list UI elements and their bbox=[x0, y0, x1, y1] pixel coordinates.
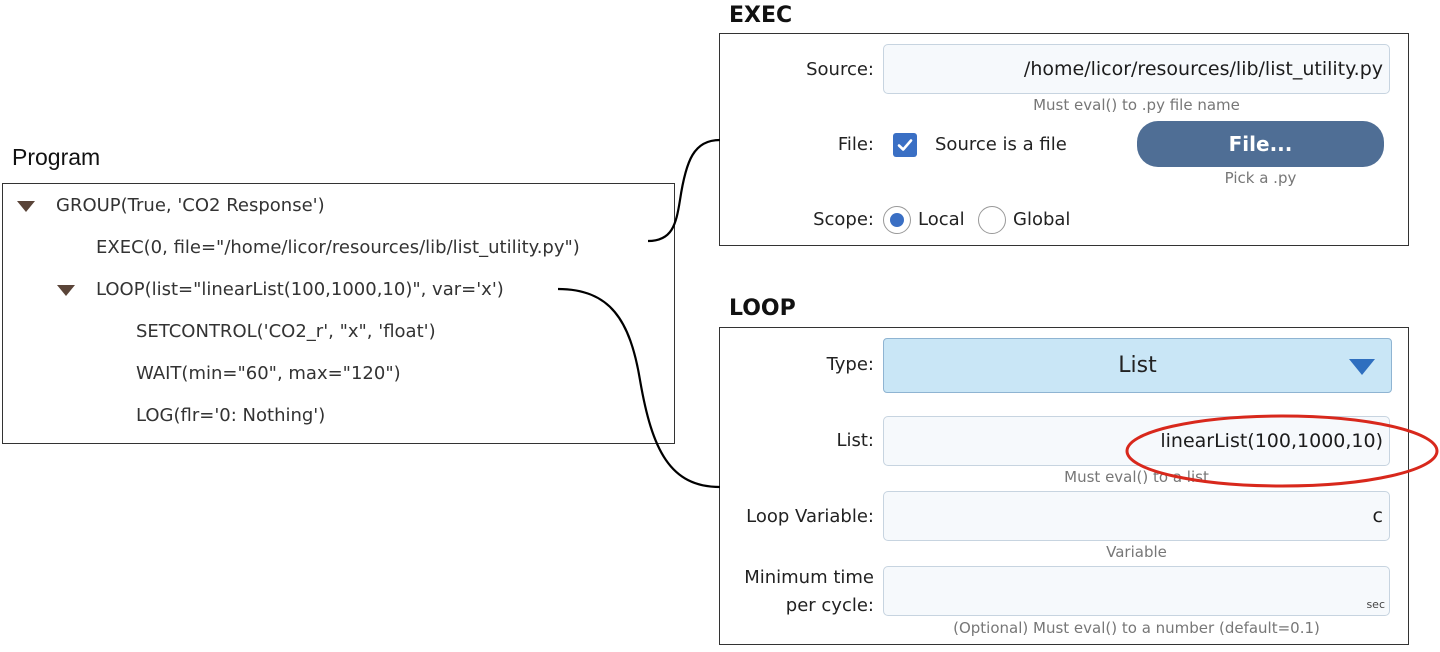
min-time-unit: sec bbox=[1366, 598, 1385, 611]
list-label: List: bbox=[836, 430, 874, 451]
tree-item-wait[interactable]: WAIT(min="60", max="120") bbox=[136, 363, 401, 384]
source-is-file-checkbox[interactable] bbox=[893, 133, 917, 157]
tree-item-log[interactable]: LOG(flr='0: Nothing') bbox=[136, 405, 326, 426]
loop-variable-value: c bbox=[1372, 505, 1383, 527]
exec-panel: Source: /home/licor/resources/lib/list_u… bbox=[719, 33, 1409, 246]
min-time-input[interactable]: sec bbox=[883, 566, 1390, 616]
scope-local-radio[interactable] bbox=[883, 206, 911, 234]
tree-item-setcontrol[interactable]: SETCONTROL('CO2_r', "x", 'float') bbox=[136, 321, 436, 342]
expand-triangle-icon[interactable] bbox=[17, 201, 35, 212]
loop-panel: Type: List List: linearList(100,1000,10)… bbox=[719, 327, 1409, 645]
source-input[interactable]: /home/licor/resources/lib/list_utility.p… bbox=[883, 44, 1390, 94]
source-label: Source: bbox=[806, 59, 874, 80]
scope-global-radio[interactable] bbox=[978, 206, 1006, 234]
list-input[interactable]: linearList(100,1000,10) bbox=[883, 416, 1390, 466]
loop-section-title: LOOP bbox=[729, 296, 796, 321]
type-select-value: List bbox=[1118, 353, 1157, 378]
checkbox-label[interactable]: Source is a file bbox=[935, 134, 1067, 155]
file-label: File: bbox=[837, 134, 874, 155]
scope-local-label[interactable]: Local bbox=[918, 209, 965, 230]
dropdown-arrow-icon bbox=[1349, 359, 1375, 375]
loop-variable-input[interactable]: c bbox=[883, 491, 1390, 541]
loop-variable-hint: Variable bbox=[1106, 543, 1167, 561]
file-hint: Pick a .py bbox=[1224, 169, 1297, 187]
list-value: linearList(100,1000,10) bbox=[1160, 430, 1383, 452]
scope-global-label[interactable]: Global bbox=[1013, 209, 1071, 230]
exec-section-title: EXEC bbox=[729, 3, 793, 28]
min-time-label-line1: Minimum time bbox=[744, 567, 874, 588]
type-select[interactable]: List bbox=[883, 338, 1392, 393]
program-title: Program bbox=[12, 144, 101, 170]
min-time-label-line2: per cycle: bbox=[785, 595, 874, 616]
tree-item-loop[interactable]: LOOP(list="linearList(100,1000,10)", var… bbox=[96, 279, 504, 300]
loop-variable-label: Loop Variable: bbox=[746, 506, 874, 527]
source-value: /home/licor/resources/lib/list_utility.p… bbox=[1023, 58, 1383, 80]
expand-triangle-icon[interactable] bbox=[57, 285, 75, 296]
checkmark-icon bbox=[897, 139, 913, 151]
source-hint: Must eval() to .py file name bbox=[1033, 96, 1240, 114]
tree-item-exec[interactable]: EXEC(0, file="/home/licor/resources/lib/… bbox=[96, 237, 580, 258]
file-button[interactable]: File... bbox=[1137, 121, 1384, 167]
tree-item-group[interactable]: GROUP(True, 'CO2 Response') bbox=[56, 195, 325, 216]
list-hint: Must eval() to a list bbox=[1064, 468, 1209, 486]
scope-label: Scope: bbox=[813, 209, 874, 230]
type-label: Type: bbox=[826, 354, 874, 375]
min-time-hint: (Optional) Must eval() to a number (defa… bbox=[953, 619, 1320, 637]
program-tree: GROUP(True, 'CO2 Response') EXEC(0, file… bbox=[2, 183, 675, 444]
